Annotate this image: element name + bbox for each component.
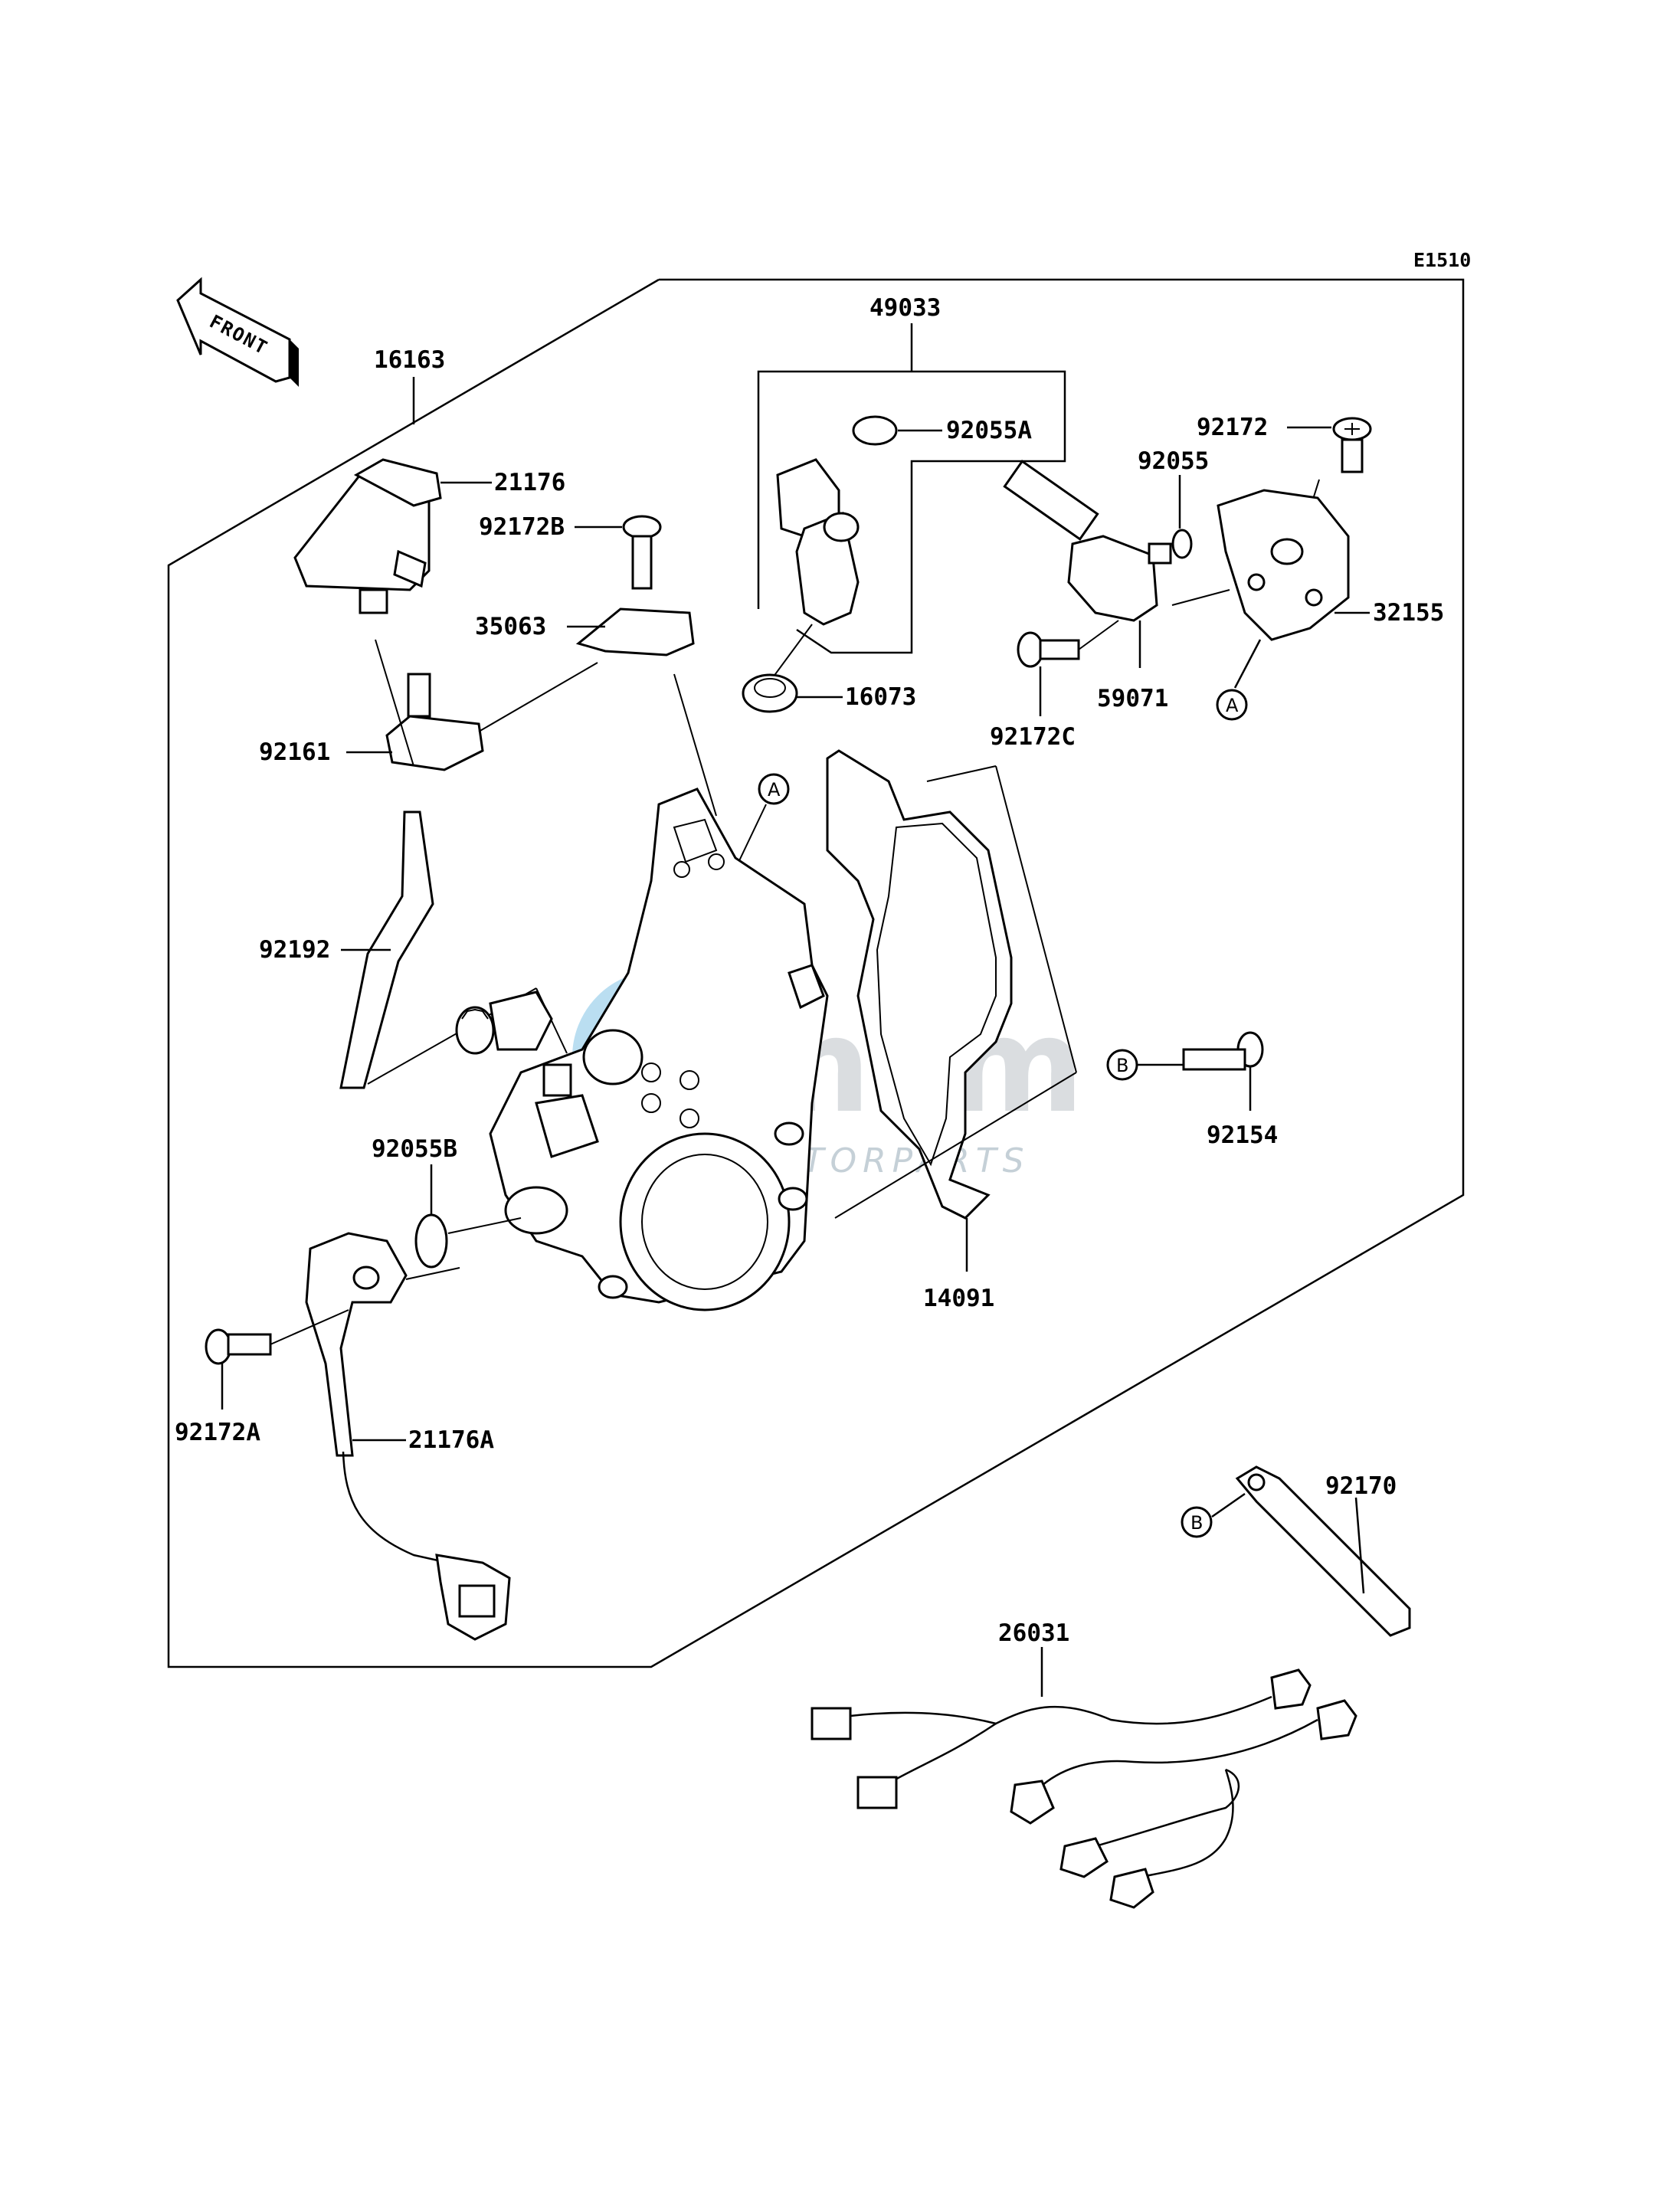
screw-92172b	[622, 515, 662, 590]
svg-text:A: A	[1226, 695, 1239, 716]
callout-92170: 92170	[1325, 1472, 1397, 1500]
callout-92172: 92172	[1197, 414, 1268, 441]
oring-92055a	[852, 415, 898, 446]
callout-92172b: 92172B	[479, 513, 565, 541]
bolt-92154	[1182, 1031, 1264, 1071]
throttle-body	[455, 787, 829, 1311]
grommet-16073	[742, 673, 798, 713]
callout-92172c: 92172C	[990, 723, 1076, 751]
screw-92172	[1332, 417, 1372, 473]
callout-92172a: 92172A	[175, 1419, 260, 1446]
reference-marker-a-body: A	[758, 773, 790, 805]
callout-26031: 26031	[998, 1619, 1069, 1647]
callout-21176a: 21176A	[408, 1426, 494, 1454]
screw-92172c	[1017, 631, 1080, 668]
fitting-92161	[385, 673, 484, 771]
map-sensor-21176	[293, 458, 442, 614]
callout-92055: 92055	[1138, 447, 1209, 475]
sensor-21176a	[305, 1232, 511, 1641]
bolt-92172a	[205, 1328, 272, 1365]
reference-marker-a: A	[1216, 689, 1248, 721]
callout-92161: 92161	[259, 738, 330, 766]
fuel-pump-59071	[1003, 460, 1172, 622]
callout-49033: 49033	[869, 294, 941, 322]
callout-92154: 92154	[1207, 1121, 1278, 1149]
oring-92055	[1171, 529, 1193, 559]
callout-16163: 16163	[374, 346, 445, 374]
front-arrow-icon: FRONT	[176, 277, 299, 387]
callout-92055a: 92055A	[946, 417, 1032, 444]
throttle-cover-14091	[826, 749, 1013, 1220]
diagram-code: E1510	[1413, 249, 1471, 271]
callout-92192: 92192	[259, 936, 330, 964]
strap-92170	[1235, 1465, 1411, 1637]
svg-text:B: B	[1116, 1055, 1128, 1076]
reference-marker-b: B	[1106, 1049, 1138, 1081]
svg-text:B: B	[1190, 1512, 1203, 1534]
bracket-32155	[1217, 489, 1350, 641]
callout-21176: 21176	[494, 469, 565, 496]
bracket-35063	[575, 607, 695, 656]
callout-92055b: 92055B	[372, 1135, 457, 1163]
reference-marker-b-strap: B	[1181, 1506, 1213, 1538]
svg-text:A: A	[768, 779, 781, 801]
assembly-outline	[167, 278, 1465, 1668]
callout-16073: 16073	[845, 683, 916, 711]
fuel-injector	[776, 458, 860, 626]
oring-92055b	[414, 1213, 448, 1269]
callout-35063: 35063	[475, 613, 546, 640]
callout-32155: 32155	[1373, 599, 1444, 627]
callout-59071: 59071	[1097, 685, 1168, 712]
injector-bracket	[757, 370, 1066, 654]
wiring-harness-26031	[811, 1668, 1357, 1909]
callout-14091: 14091	[923, 1285, 994, 1312]
